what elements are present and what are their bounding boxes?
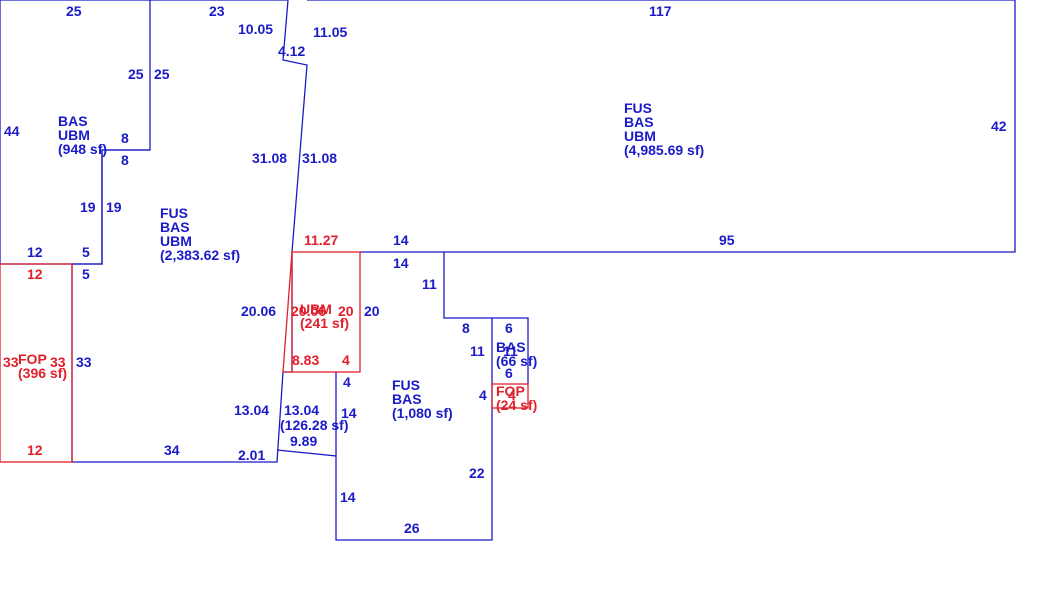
area-small-bas: BAS(66 sf) — [496, 339, 537, 369]
step-outline — [276, 252, 493, 541]
dimension-label: 8 — [121, 152, 129, 168]
dimension-label: 8 — [121, 130, 129, 146]
dimension-label: 12 — [27, 442, 43, 458]
dimension-label: 26 — [404, 520, 420, 536]
dimension-label: 4 — [342, 352, 350, 368]
dimension-label: 12 — [27, 244, 43, 260]
dimension-label: 9.89 — [290, 433, 317, 449]
area-label-line: BAS — [624, 114, 654, 130]
dimension-label: 12 — [27, 266, 43, 282]
dimension-label: 5 — [82, 266, 90, 282]
dimension-label: 11.27 — [304, 232, 338, 248]
area-label-line: (1,080 sf) — [392, 405, 453, 421]
dimension-labels: 25 23 10.05 4.12 11.05 117 25 25 44 8 8 … — [3, 3, 1007, 536]
dimension-label: 2.01 — [238, 447, 265, 463]
fop-left-outline — [0, 263, 73, 463]
dimension-label: 5 — [82, 244, 90, 260]
area-label-line: FOP — [496, 383, 525, 399]
area-label-line: FOP — [18, 351, 47, 367]
dimension-label: 33 — [50, 354, 66, 370]
dimension-label: 6 — [505, 320, 513, 336]
dimension-label: 13.04 — [284, 402, 319, 418]
area-label-line: FUS — [160, 205, 188, 221]
dimension-label: 20.06 — [291, 303, 326, 319]
area-label-line: BAS — [58, 113, 88, 129]
area-label-line: BAS — [160, 219, 190, 235]
dimension-label: 22 — [469, 465, 485, 481]
area-label-line: UBM — [160, 233, 192, 249]
area-small-center: (126.28 sf) — [280, 417, 348, 433]
dimension-label: 25 — [128, 66, 144, 82]
dimension-label: 19 — [106, 199, 122, 215]
dimension-label: 34 — [164, 442, 180, 458]
area-label-line: BAS — [392, 391, 422, 407]
dimension-label: 95 — [719, 232, 735, 248]
dimension-label: 14 — [340, 489, 356, 505]
area-label-line: (2,383.62 sf) — [160, 247, 240, 263]
dimension-label: 14 — [393, 232, 409, 248]
dimension-label: 20.06 — [241, 303, 276, 319]
area-label-line: (396 sf) — [18, 365, 67, 381]
area-label-line: FUS — [392, 377, 420, 393]
dimension-label: 13.04 — [234, 402, 269, 418]
dimension-label: 117 — [649, 3, 672, 19]
area-small-fop: FOP(24 sf) — [496, 383, 537, 413]
area-label-line: (24 sf) — [496, 397, 537, 413]
dimension-label: 11 — [470, 343, 485, 359]
red-outlines — [0, 251, 529, 463]
dimension-label: 25 — [66, 3, 82, 19]
small-bas-outline — [492, 317, 529, 384]
area-label-line: (66 sf) — [496, 353, 537, 369]
dimension-label: 11 — [422, 276, 437, 292]
blue-outlines — [0, 0, 1016, 541]
dimension-label: 42 — [991, 118, 1007, 134]
ubm-outline — [291, 251, 361, 373]
dimension-label: 4.12 — [278, 43, 305, 59]
dimension-label: 33 — [3, 354, 19, 370]
dimension-label: 14 — [341, 405, 357, 421]
dimension-label: 4 — [479, 387, 487, 403]
dimension-label: 14 — [393, 255, 409, 271]
dimension-label: 33 — [76, 354, 92, 370]
ubm-slant — [282, 251, 293, 373]
dimension-label: 19 — [80, 199, 96, 215]
area-fop-left: FOP(396 sf) — [18, 351, 67, 381]
dimension-label: 20 — [338, 303, 354, 319]
area-label-line: (241 sf) — [300, 315, 349, 331]
fop-small-outline — [491, 383, 529, 409]
dimension-label: 11 — [503, 343, 518, 359]
area-label-line: BAS — [496, 339, 526, 355]
dimension-label: 4 — [508, 387, 516, 403]
area-label-line: UBM — [58, 127, 90, 143]
area-label-line: UBM — [624, 128, 656, 144]
area-label-line: FUS — [624, 100, 652, 116]
dimension-label: 6 — [505, 365, 513, 381]
area-ubm-center: UBM(241 sf) — [300, 301, 349, 331]
dimension-label: 31.08 — [252, 150, 287, 166]
dimension-label: 10.05 — [238, 21, 273, 37]
dimension-label: 23 — [209, 3, 225, 19]
right-block-outline — [307, 0, 1016, 253]
dimension-label: 4 — [343, 374, 351, 390]
area-label-line: UBM — [300, 301, 332, 317]
dimension-label: 31.08 — [302, 150, 337, 166]
dimension-label: 44 — [4, 123, 20, 139]
area-label-line: (4,985.69 sf) — [624, 142, 704, 158]
area-label-line: (126.28 sf) — [280, 417, 348, 433]
dimension-label: 11.05 — [313, 24, 347, 40]
area-label-line: (948 sf) — [58, 141, 107, 157]
dimension-label: 8 — [462, 320, 470, 336]
dimension-label: 8.83 — [292, 352, 319, 368]
dimension-label: 20 — [364, 303, 380, 319]
dimension-label: 25 — [154, 66, 170, 82]
